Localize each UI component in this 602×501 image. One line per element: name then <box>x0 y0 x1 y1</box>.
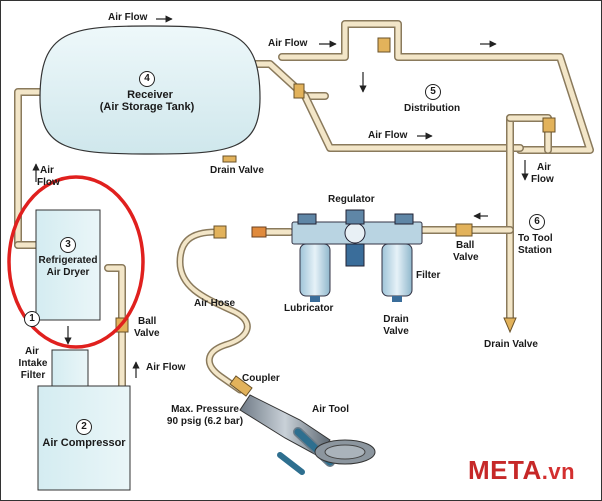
label-compressor: Air Compressor <box>42 437 126 449</box>
label-max-pressure-2: 90 psig (6.2 bar) <box>166 416 244 427</box>
label-coupler: Coupler <box>242 373 280 384</box>
label-air-flow-bottom: Air Flow <box>146 362 186 373</box>
label-drain-valve-filter-2: Valve <box>383 326 409 337</box>
intake-filter <box>51 349 89 387</box>
badge-intake: 1 <box>24 311 40 327</box>
label-ball-valve-right-2: Valve <box>453 252 479 263</box>
label-air-tool: Air Tool <box>312 404 350 415</box>
label-air-flow-left: Air <box>40 165 54 176</box>
label-drain-valve-filter: Drain <box>383 314 409 325</box>
flow-arrows <box>32 15 529 378</box>
label-intake-3: Filter <box>20 370 46 381</box>
badge-receiver: 4 <box>139 71 155 87</box>
label-intake-2: Intake <box>18 358 48 369</box>
air-tool <box>239 394 376 475</box>
label-air-flow-top: Air Flow <box>108 12 148 23</box>
brand-name: META <box>468 455 542 485</box>
frl-unit <box>291 209 423 302</box>
fittings <box>115 37 556 397</box>
label-lubricator: Lubricator <box>284 303 334 314</box>
label-air-flow-top-right: Air Flow <box>268 38 308 49</box>
label-receiver-sub: (Air Storage Tank) <box>99 101 195 113</box>
label-drain-valve-bottom: Drain Valve <box>484 339 538 350</box>
label-intake: Air <box>25 346 39 357</box>
dryer-unit <box>35 209 101 321</box>
dryer-highlight-ellipse <box>7 175 145 349</box>
badge-distribution: 5 <box>425 84 441 100</box>
brand-watermark: META.vn <box>468 456 575 486</box>
badge-compressor: 2 <box>76 419 92 435</box>
badge-dryer: 3 <box>60 237 76 253</box>
receiver-tank <box>39 25 261 155</box>
badge-tool-station: 6 <box>529 214 545 230</box>
label-tool-station-2: Station <box>518 245 552 256</box>
brand-suffix: .vn <box>541 459 576 484</box>
label-regulator: Regulator <box>328 194 375 205</box>
label-dryer-2: Air Dryer <box>46 267 90 278</box>
label-ball-valve-left-2: Valve <box>134 328 160 339</box>
label-air-flow-right: Air <box>537 162 551 173</box>
label-drain-valve-receiver: Drain Valve <box>210 165 264 176</box>
label-tool-station: To Tool <box>518 233 553 244</box>
label-air-flow-mid: Air Flow <box>368 130 408 141</box>
label-receiver: Receiver <box>127 89 173 101</box>
compressor-unit <box>37 385 131 491</box>
label-air-hose: Air Hose <box>194 298 236 309</box>
label-max-pressure: Max. Pressure <box>171 404 239 415</box>
label-filter: Filter <box>416 270 441 281</box>
label-dryer: Refrigerated <box>38 255 98 266</box>
label-ball-valve-right: Ball <box>456 240 475 251</box>
label-air-flow-left-2: Flow <box>37 177 60 188</box>
label-air-flow-right-2: Flow <box>531 174 554 185</box>
label-ball-valve-left: Ball <box>138 316 157 327</box>
label-distribution: Distribution <box>404 103 461 114</box>
